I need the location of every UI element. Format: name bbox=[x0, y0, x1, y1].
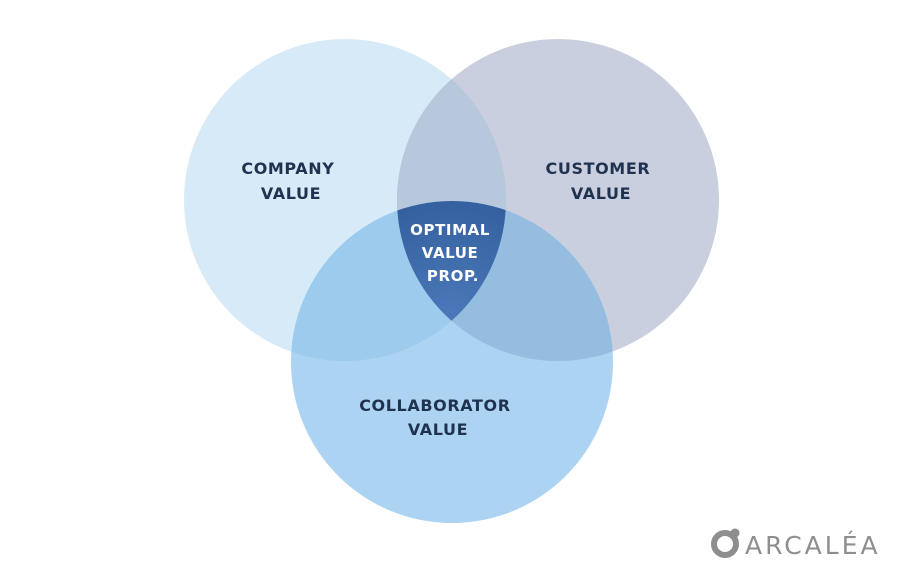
optimal-value-prop-label: OPTIMAL VALUE PROP. bbox=[410, 221, 496, 285]
collaborator-value-label: COLLABORATOR VALUE bbox=[359, 396, 517, 439]
company-value-label: COMPANY VALUE bbox=[241, 159, 340, 203]
arcalea-logo-icon bbox=[711, 528, 740, 558]
company-collaborator-overlap bbox=[291, 201, 506, 361]
arcalea-logo: ARCALÉA bbox=[711, 528, 881, 560]
customer-value-label: CUSTOMER VALUE bbox=[546, 159, 657, 203]
arcalea-logo-text: ARCALÉA bbox=[745, 531, 881, 560]
customer-collaborator-overlap bbox=[397, 201, 613, 361]
